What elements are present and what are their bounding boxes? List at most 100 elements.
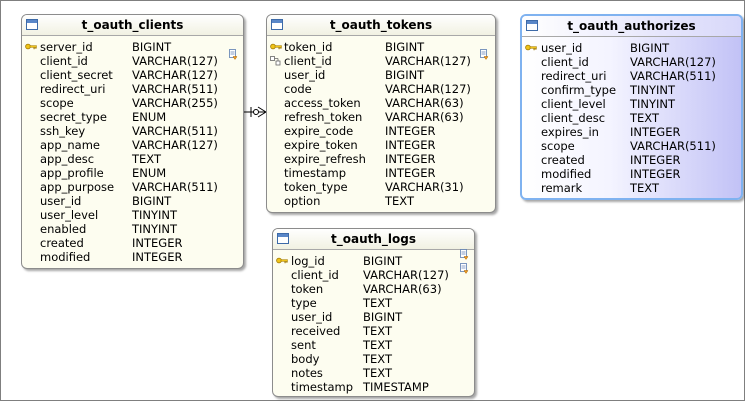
table-icon [277,233,289,244]
foreign-key-icon [270,56,281,66]
column-type: VARCHAR(511) [630,139,716,153]
column-type: VARCHAR(63) [385,110,464,124]
column-name: notes [291,366,323,380]
column-type: BIGINT [630,41,670,55]
column-name: user_id [291,310,333,324]
column-type: TINYINT [630,83,676,97]
column-name: user_level [40,208,99,222]
column-type: VARCHAR(511) [132,82,218,96]
column-row[interactable]: notes TEXT [273,366,474,380]
column-row[interactable]: scope VARCHAR(511) [522,139,741,153]
column-type: VARCHAR(127) [385,82,471,96]
column-name: scope [541,139,575,153]
column-name: body [291,352,320,366]
column-name: created [40,236,84,250]
column-name: created [541,153,585,167]
column-type: BIGINT [385,68,425,82]
column-name: access_token [284,96,361,110]
column-type: TEXT [363,366,392,380]
primary-key-icon [525,44,537,51]
column-name: user_id [40,194,82,208]
table-header[interactable]: t_oauth_authorizes [522,16,741,37]
column-name: log_id [291,254,325,268]
column-name: scope [40,96,74,110]
table-header[interactable]: t_oauth_clients [22,15,243,36]
column-type: VARCHAR(127) [385,54,471,68]
column-name: timestamp [291,380,354,394]
column-type: VARCHAR(63) [363,282,442,296]
column-type: VARCHAR(511) [132,124,218,138]
column-type: VARCHAR(255) [132,96,218,110]
column-type: VARCHAR(511) [630,69,716,83]
index-icon [229,49,238,60]
column-type: ENUM [132,166,167,180]
column-name: modified [40,250,91,264]
column-type: BIGINT [363,254,403,268]
column-type: INTEGER [630,167,681,181]
column-name: redirect_uri [541,69,607,83]
column-type: BIGINT [132,40,172,54]
column-type: VARCHAR(127) [630,55,716,69]
column-row[interactable]: remote_ipBIGINT [273,394,474,396]
table-header[interactable]: t_oauth_logs [273,229,474,250]
column-row[interactable]: redirect_uri VARCHAR(511) [522,69,741,83]
table-header[interactable]: t_oauth_tokens [267,15,495,36]
table-icon [526,20,538,31]
column-row[interactable]: log_id BIGINT [273,249,474,268]
column-row[interactable]: expire_refresh INTEGER [267,152,495,166]
crowfoot-bottom [257,111,267,118]
column-type: INTEGER [385,152,436,166]
column-name: expire_refresh [284,152,366,166]
column-name: enabled [40,222,87,236]
column-row[interactable]: scope VARCHAR(255) [22,96,243,110]
